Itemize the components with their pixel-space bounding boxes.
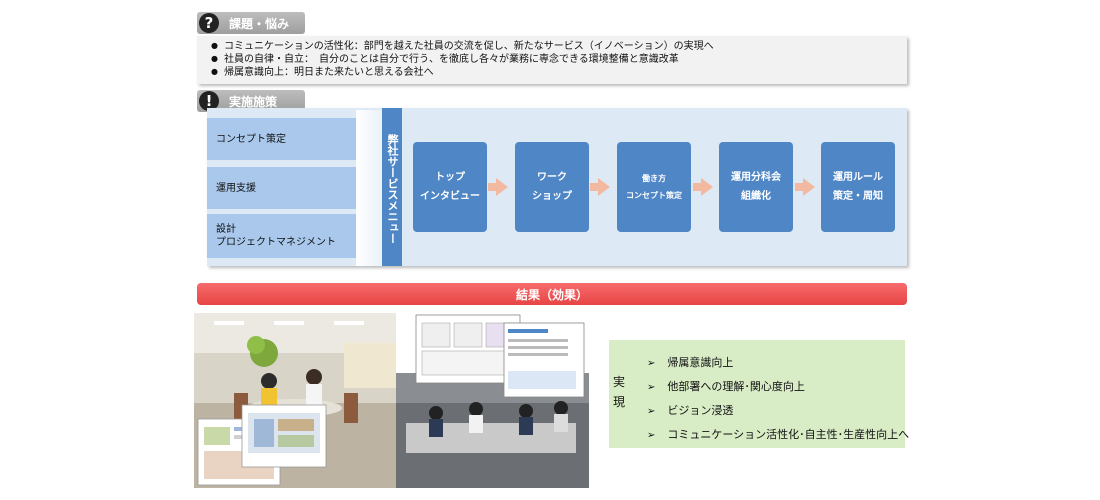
left-item-line: コンセプト策定 [216,133,286,145]
office-photo [194,313,396,488]
realized-item: ビジョン浸透 [647,399,909,423]
step-operation-rules: 運用ルール 策定・周知 [821,142,895,232]
question-icon: ? [199,13,219,33]
step-line: インタビュー [420,191,480,202]
left-item-line: 運用支援 [216,182,256,194]
step-workshop: ワーク ショップ [515,142,589,232]
step-line: 運用ルール [833,172,883,183]
step-line: ショップ [532,191,572,202]
step-line: 組織化 [741,191,771,202]
issue-item: コミュニケーションの活性化：部門を越えた社員の交流を促し、新たなサービス（イノベ… [211,40,907,53]
issue-item: 帰属意識向上：明日また来たいと思える会社へ [211,66,907,79]
issue-item: 社員の自律・自立： 自分のことは自分で行う、を徹底し各々が業務に専念できる環境整… [211,53,907,66]
step-line: 運用分科会 [731,172,781,183]
left-item-line: プロジェクトマネジメント [216,237,336,248]
realized-label: 実 現 [613,372,627,412]
exclamation-icon: ! [199,91,219,111]
issues-title: 課題・悩み [229,16,290,31]
results-title: 結果（効果） [197,283,907,305]
step-top-interview: トップ インタビュー [413,142,487,232]
step-subcommittee: 運用分科会 組織化 [719,142,793,232]
step-line: コンセプト策定 [626,191,682,200]
arrow-strip [356,110,382,266]
arrow-right-icon [590,178,610,196]
step-work-style-concept: 働き方 コンセプト策定 [617,142,691,232]
realized-item: コミュニケーション活性化･自主性･生産性向上へ [647,423,909,447]
realized-box: 実 現 帰属意識向上 他部署への理解･関心度向上 ビジョン浸透 コミュニケーショ… [609,340,909,448]
issues-box: コミュニケーションの活性化：部門を越えた社員の交流を促し、新たなサービス（イノベ… [197,36,907,84]
step-line: トップ [435,172,465,183]
left-item-line: 設計 [216,224,236,235]
design-pm-item: 設計 プロジェクトマネジメント [207,214,356,258]
realized-label-char: 実 [613,375,626,389]
implementation-title: 実施施策 [229,94,278,109]
arrow-right-icon [795,178,815,196]
operation-support-item: 運用支援 [207,167,356,209]
implementation-header: ! 実施施策 [197,90,305,112]
realized-item: 帰属意識向上 [647,351,909,375]
arrow-right-icon [488,178,508,196]
step-line: 働き方 [642,174,666,183]
arrow-right-icon [693,178,713,196]
realized-item: 他部署への理解･関心度向上 [647,375,909,399]
realized-list: 帰属意識向上 他部署への理解･関心度向上 ビジョン浸透 コミュニケーション活性化… [647,351,909,447]
realized-label-char: 現 [613,395,626,409]
concept-item: コンセプト策定 [207,118,356,160]
step-line: 策定・周知 [833,191,883,202]
meeting-photo [396,314,589,488]
issues-header: ? 課題・悩み [197,12,305,34]
step-line: ワーク [537,172,567,183]
service-menu-label: 弊社サービスメニュー [382,108,402,266]
